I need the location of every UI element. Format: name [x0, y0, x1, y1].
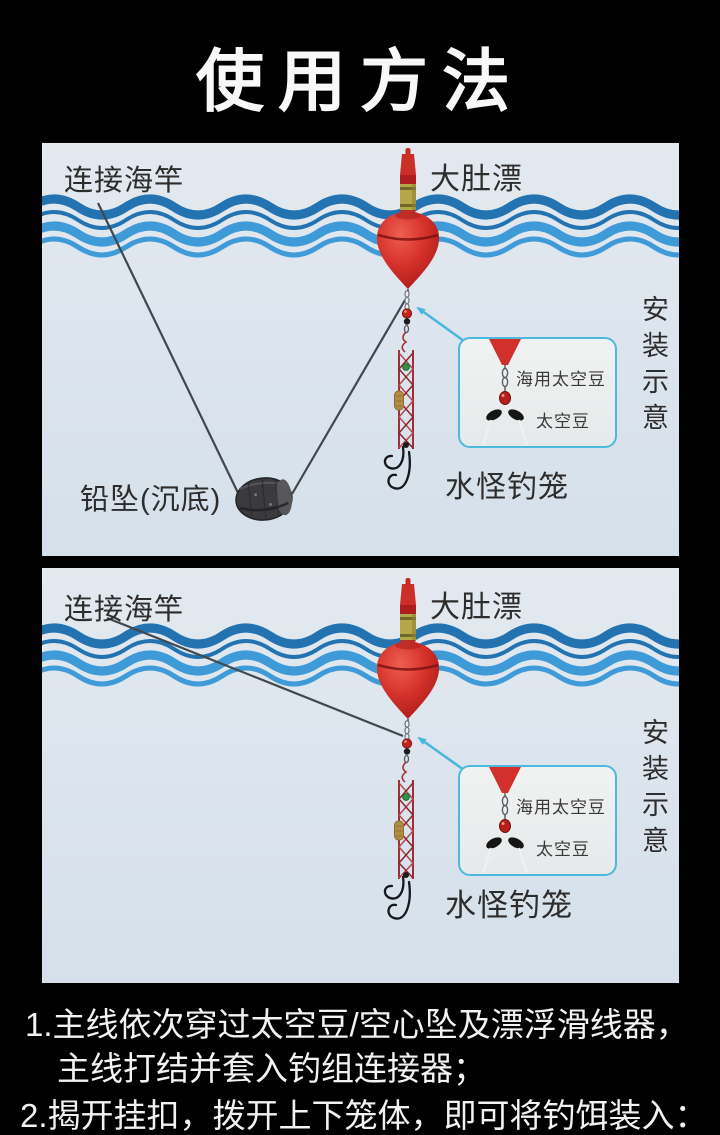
float-tip — [489, 339, 521, 365]
label-cage: 水怪钓笼 — [445, 471, 569, 504]
label-space-bean: 太空豆 — [536, 840, 590, 859]
label-sea-space-bean: 海用太空豆 — [516, 370, 606, 389]
bait-cage — [383, 761, 415, 920]
red-bead — [499, 391, 511, 405]
label-space-bean: 太空豆 — [536, 412, 590, 431]
space-bean — [508, 837, 524, 849]
diagram-panel-sinker-rig: 连接海竿 大肚漂 安装示意 铅坠(沉底) 水怪钓笼 海用太空豆 太空豆 — [42, 143, 679, 556]
main-line — [106, 616, 404, 738]
space-bean — [486, 409, 502, 421]
label-install-note: 安装示意 — [638, 718, 668, 862]
space-bean — [486, 837, 502, 849]
fish-hook — [387, 880, 411, 920]
fish-hook — [387, 450, 411, 490]
black-bead — [403, 318, 411, 325]
red-bead — [499, 819, 511, 833]
black-bead — [403, 748, 411, 755]
label-connect-rod: 连接海竿 — [64, 165, 185, 197]
fish-hook — [383, 875, 405, 900]
main-line — [97, 202, 406, 496]
callout-arrow — [416, 306, 465, 343]
instruction-line-2: 主线打结并套入钓组连接器； — [57, 1050, 486, 1087]
rig-diagram-2 — [42, 578, 679, 920]
bait-cage — [383, 331, 415, 490]
big-belly-float — [376, 578, 440, 723]
diagram-panel-direct-rig: 连接海竿 大肚漂 安装示意 水怪钓笼 海用太空豆 太空豆 — [42, 568, 679, 983]
fish-hook — [383, 445, 405, 470]
connector-hardware — [401, 720, 413, 764]
inset-graphic — [481, 767, 529, 874]
label-install-note: 安装示意 — [638, 295, 668, 439]
space-bean — [508, 409, 524, 421]
label-cage: 水怪钓笼 — [445, 888, 573, 923]
instruction-line-3: 2.揭开挂扣，拨开上下笼体，即可将钓饵装入： — [20, 1097, 708, 1134]
callout-arrow — [417, 736, 465, 772]
float-tip — [489, 767, 521, 793]
label-big-belly-float: 大肚漂 — [430, 163, 523, 196]
page-title: 使用方法 — [195, 44, 524, 120]
rig-diagram-1 — [42, 148, 679, 521]
inset-closeup: 海用太空豆 太空豆 — [458, 337, 617, 448]
connector-hardware — [401, 290, 413, 334]
label-sinker: 铅坠(沉底) — [80, 484, 222, 516]
instruction-line-1: 1.主线依次穿过太空豆/空心坠及漂浮滑线器， — [25, 1006, 689, 1043]
inset-closeup: 海用太空豆 太空豆 — [458, 765, 617, 876]
water-waves — [42, 194, 679, 258]
water-waves — [42, 623, 679, 687]
label-sea-space-bean: 海用太空豆 — [516, 798, 606, 817]
inset-graphic — [481, 339, 529, 446]
label-big-belly-float: 大肚漂 — [430, 591, 523, 624]
lead-sinker — [235, 477, 293, 521]
red-bead — [401, 738, 413, 749]
big-belly-float — [376, 148, 440, 293]
label-connect-rod: 连接海竿 — [64, 594, 185, 626]
red-bead — [401, 308, 413, 319]
